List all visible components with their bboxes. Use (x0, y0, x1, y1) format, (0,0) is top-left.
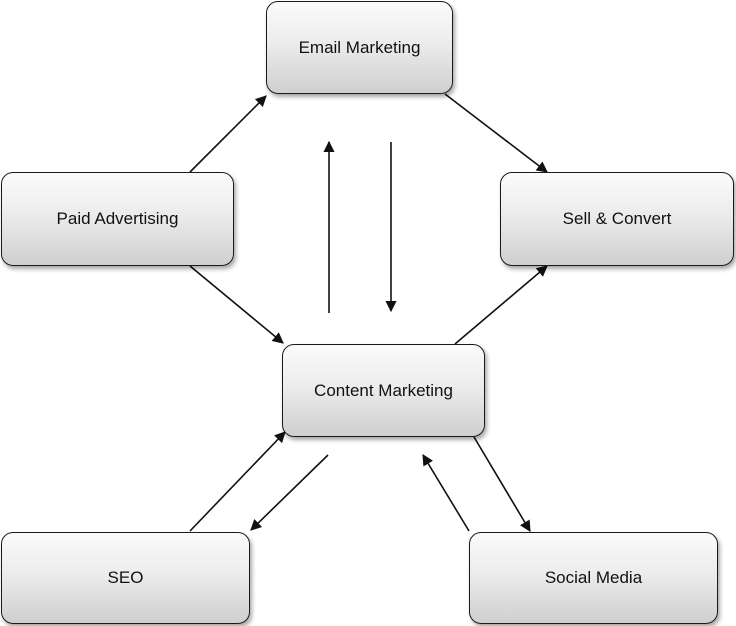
edge-social-to-content (422, 454, 470, 532)
edge-email-to-sell (444, 93, 548, 173)
email-marketing-label: Email Marketing (298, 37, 421, 57)
sell-convert-label: Sell & Convert (562, 209, 672, 228)
sell-convert-node[interactable]: Sell & Convert (500, 172, 734, 266)
social-media-node[interactable]: Social Media (469, 532, 718, 624)
paid-advertising-label: Paid Advertising (56, 209, 179, 228)
edge-paid-to-email (189, 95, 267, 173)
edge-content-to-seo (250, 454, 329, 531)
edge-content-to-sell (454, 265, 548, 345)
edge-paid-to-content (189, 265, 284, 344)
paid-advertising-node[interactable]: Paid Advertising (1, 172, 234, 266)
seo-node[interactable]: SEO (1, 532, 250, 624)
seo-label: SEO (107, 568, 144, 587)
edge-content-to-social (473, 436, 531, 532)
email-marketing-node[interactable]: Email Marketing (266, 1, 453, 94)
edge-seo-to-content (189, 431, 286, 532)
content-marketing-label: Content Marketing (314, 380, 453, 400)
social-media-label: Social Media (544, 568, 643, 587)
content-marketing-node[interactable]: Content Marketing (282, 344, 485, 437)
